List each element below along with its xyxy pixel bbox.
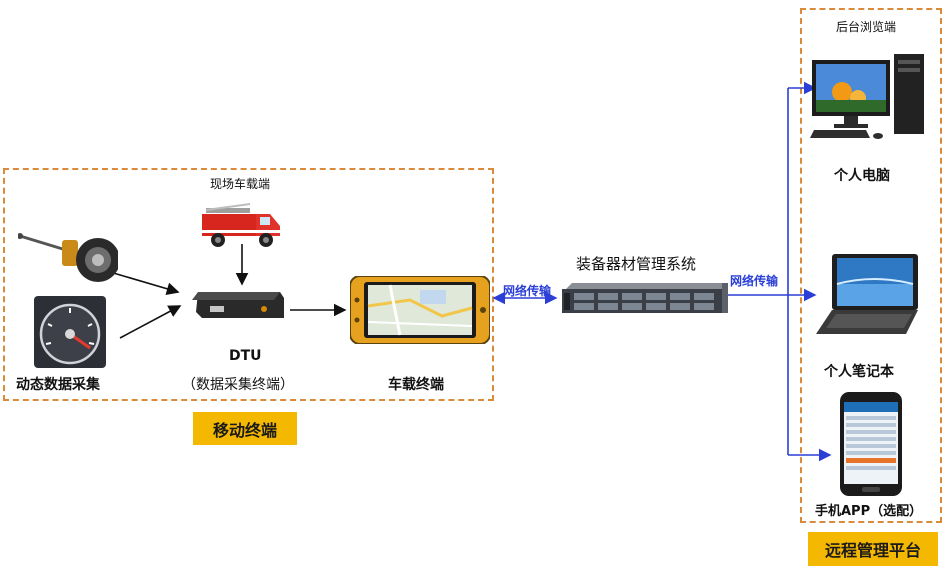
arrow-sensor-to-dtu (109, 271, 180, 295)
server-rack-icon (562, 283, 728, 313)
mobile-terminal-tag: 移动终端 (193, 412, 297, 445)
network-transfer-right: 网络传输 (730, 274, 779, 288)
remote-platform-tag: 远程管理平台 (808, 532, 938, 566)
sensor-probe-icon (18, 233, 118, 282)
vehicle-terminal-tablet-icon (350, 276, 490, 344)
system-label: 装备器材管理系统 (576, 255, 697, 273)
site-onboard-label: 现场车载端 (210, 177, 271, 191)
arrow-gauge-to-dtu (119, 305, 182, 339)
remote-platform-region (800, 8, 942, 523)
speedometer-gauge-icon (34, 296, 106, 368)
fire-truck-icon (202, 203, 280, 247)
phone-app-label: 手机APP（选配） (815, 504, 923, 519)
laptop-label: 个人笔记本 (824, 364, 894, 380)
dtu-sub-label: （数据采集终端） (182, 377, 294, 393)
backend-browser-label: 后台浏览端 (836, 20, 897, 34)
desktop-computer-icon (810, 54, 924, 139)
pc-label: 个人电脑 (834, 168, 890, 184)
mobile-terminal-region (3, 168, 494, 401)
dtu-device-icon (192, 292, 284, 318)
laptop-icon (816, 254, 918, 334)
vehicle-terminal-label: 车载终端 (388, 377, 444, 393)
dtu-label: DTU (229, 348, 262, 364)
mobile-phone-icon (840, 392, 902, 496)
network-transfer-left: 网络传输 (503, 284, 552, 298)
dynamic-data-label: 动态数据采集 (16, 377, 100, 393)
